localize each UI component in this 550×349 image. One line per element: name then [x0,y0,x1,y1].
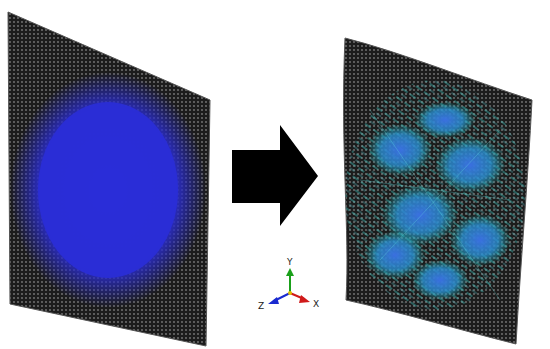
axis-label: Y [287,258,293,267]
axis-label: X [313,300,319,309]
axis-label: Z [258,302,264,311]
